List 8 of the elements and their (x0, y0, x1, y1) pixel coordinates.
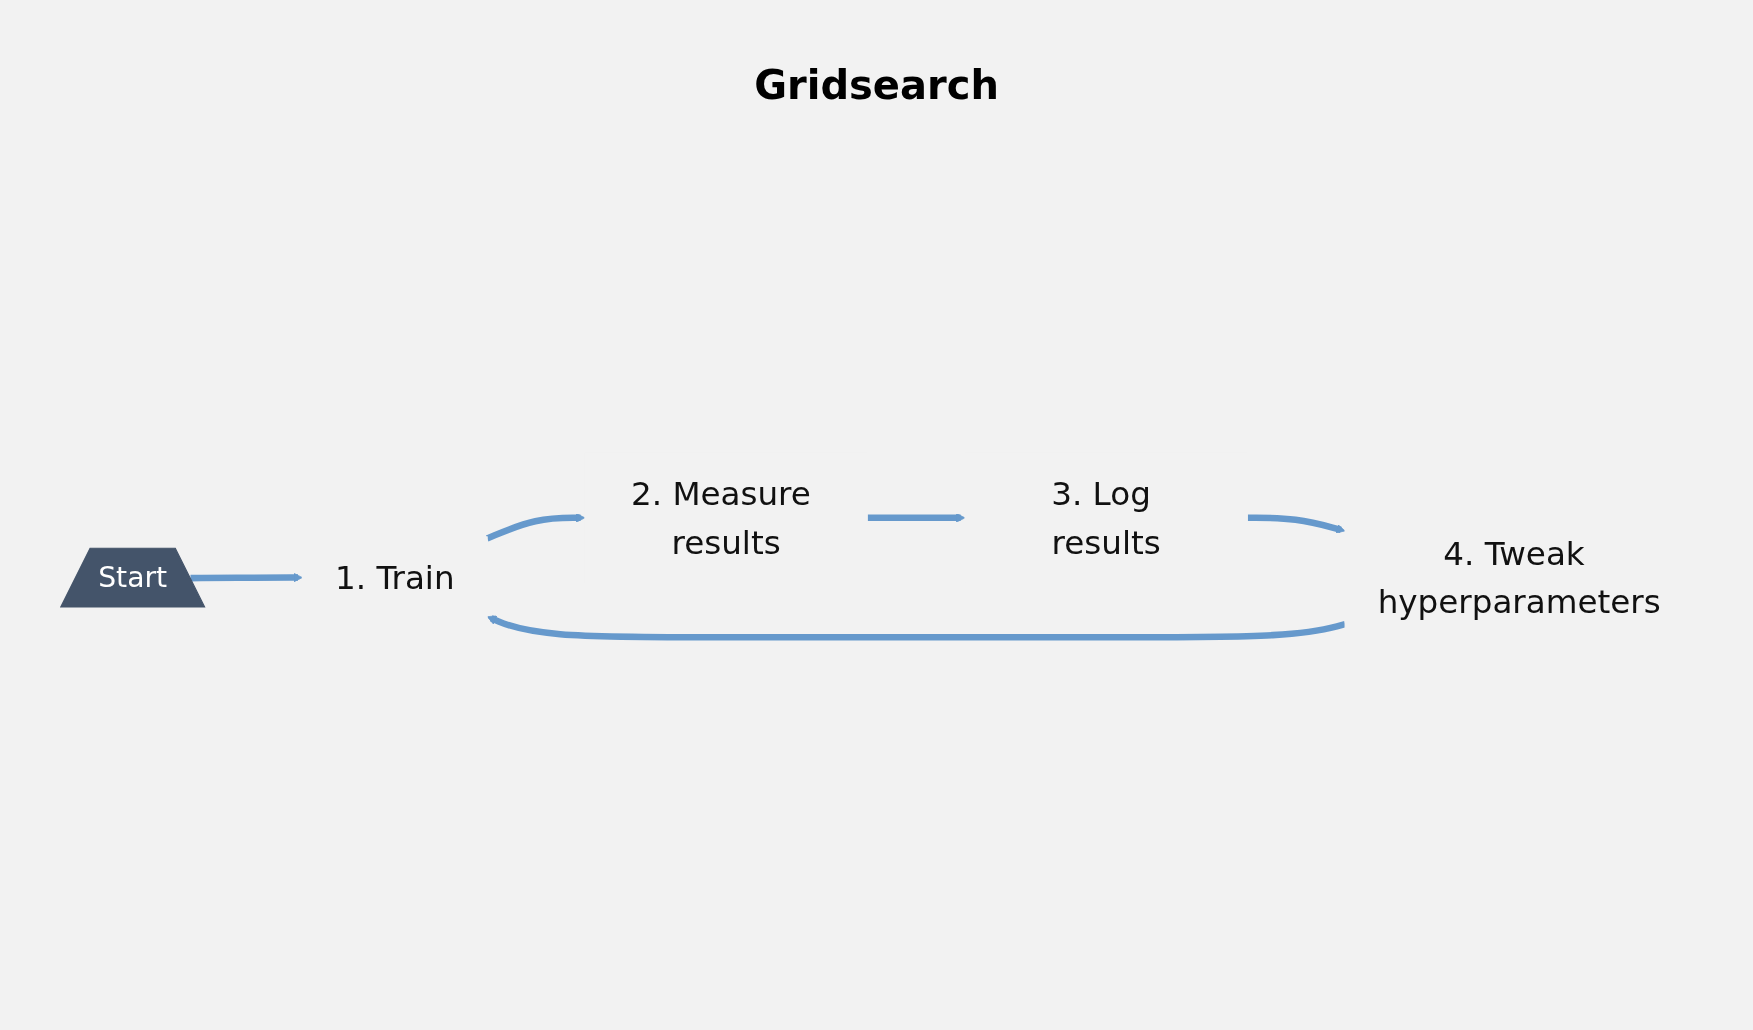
arrow (485, 513, 585, 542)
node-text: 1. Train (334, 558, 455, 597)
node-text: 4. Tweak hyperparameters (1377, 534, 1661, 622)
arrow (866, 513, 965, 523)
center-label: Gridsearch (754, 62, 999, 108)
arrow (1246, 514, 1345, 534)
node-text: 2. Measure results (630, 474, 811, 562)
node-text: 3. Log results (1050, 474, 1161, 562)
